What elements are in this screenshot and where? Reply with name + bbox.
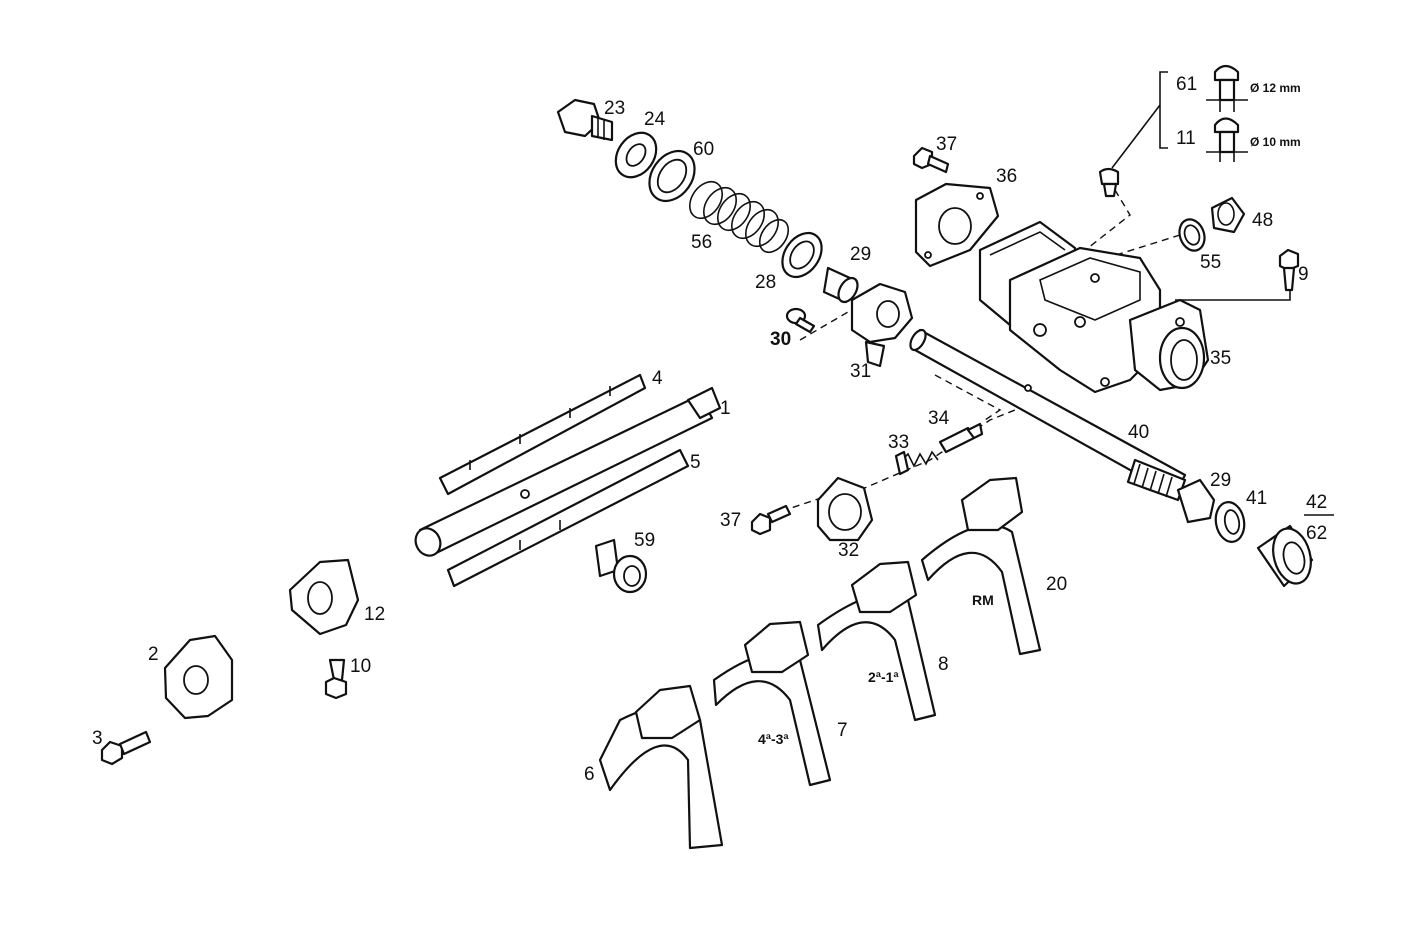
callout-labels: 23 24 60 56 28 29 30 31 37 36 61 Ø 12 mm… (92, 74, 1334, 785)
callout-55: 55 (1200, 252, 1221, 273)
callout-11: 11 (1176, 128, 1196, 149)
callout-23: 23 (604, 98, 625, 119)
fork-8 (816, 560, 937, 722)
callout-4: 4 (652, 368, 663, 389)
callout-37-lower: 37 (720, 510, 741, 531)
callout-36: 36 (996, 166, 1017, 187)
callout-40: 40 (1128, 422, 1149, 443)
fork-20 (920, 476, 1042, 656)
part-31-selector (850, 282, 914, 368)
part-37-screw-upper (912, 146, 950, 174)
callout-20: 20 (1046, 574, 1067, 595)
part-61-11-stud (1098, 64, 1248, 198)
part-12-block (288, 558, 360, 636)
variant-61-diameter: Ø 12 mm (1250, 81, 1301, 95)
callout-32: 32 (838, 540, 859, 561)
part-1-shaft (414, 386, 722, 557)
part-5-rail (446, 448, 690, 588)
callout-12: 12 (364, 604, 385, 625)
part-3-bolt (100, 730, 152, 766)
variant-11-diameter: Ø 10 mm (1250, 135, 1301, 149)
callout-33: 33 (888, 432, 909, 453)
callout-9: 9 (1298, 264, 1309, 285)
part-36-flange (914, 182, 1000, 268)
callout-5: 5 (690, 452, 701, 473)
gear-label-2-1: 2ª-1ª (868, 669, 899, 685)
callout-24: 24 (644, 109, 666, 130)
callout-28: 28 (755, 272, 776, 293)
part-24-washer (614, 131, 658, 179)
part-33-spring (894, 450, 939, 476)
callout-30: 30 (770, 329, 791, 350)
callout-1: 1 (720, 398, 731, 419)
callout-6: 6 (584, 764, 595, 785)
part-60-ring (648, 149, 696, 203)
part-9-bolt (1278, 248, 1300, 292)
callout-62: 62 (1306, 523, 1327, 544)
callout-37-upper: 37 (936, 134, 957, 155)
part-42-62-roller (1256, 524, 1314, 588)
part-59-switch (594, 538, 648, 594)
part-40-shaft (909, 328, 1187, 502)
callout-3: 3 (92, 728, 103, 749)
part-41-ring (1214, 501, 1246, 543)
part-55-ring (1178, 218, 1206, 252)
callout-8: 8 (938, 654, 949, 675)
callout-48: 48 (1252, 210, 1273, 231)
part-28-ring (781, 231, 823, 279)
part-10-bolt (324, 658, 348, 700)
callout-35: 35 (1210, 348, 1231, 369)
gear-label-4-3: 4ª-3ª (758, 731, 789, 747)
callout-56: 56 (691, 232, 712, 253)
fork-6 (598, 684, 724, 850)
callout-59: 59 (634, 530, 655, 551)
part-29-bushing-upper (822, 266, 859, 304)
callout-7: 7 (837, 720, 848, 741)
callout-41: 41 (1246, 488, 1267, 509)
callout-2: 2 (148, 644, 159, 665)
part-30-screw (785, 307, 816, 334)
callout-61: 61 (1176, 74, 1197, 95)
fork-7 (712, 620, 832, 787)
callout-29-upper: 29 (850, 244, 871, 265)
callout-34: 34 (928, 408, 950, 429)
part-4-rail (438, 373, 647, 496)
part-29-bushing-lower (1176, 478, 1216, 524)
callout-29-lower: 29 (1210, 470, 1231, 491)
part-37-screw-lower (750, 504, 792, 536)
part-2-cam (163, 634, 234, 720)
part-34-pin (938, 422, 984, 454)
callout-10: 10 (350, 656, 371, 677)
gear-label-rm: RM (972, 592, 994, 608)
callout-31: 31 (850, 361, 871, 382)
part-23-bolt (556, 98, 614, 142)
callout-42: 42 (1306, 492, 1327, 513)
part-32-cover (816, 476, 874, 542)
part-48-plug (1210, 196, 1246, 234)
callout-60: 60 (693, 139, 714, 160)
part-56-spring (688, 180, 790, 254)
part-35-housing (978, 220, 1210, 394)
